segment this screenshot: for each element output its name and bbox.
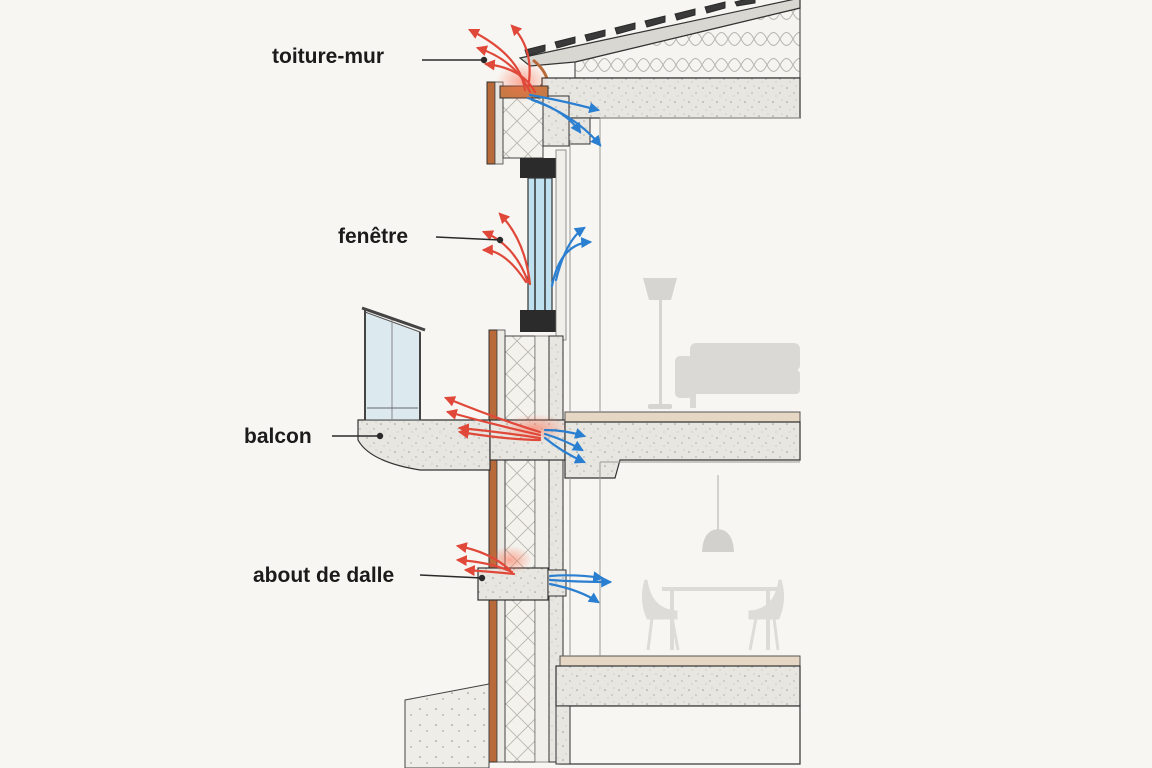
label-slab-edge: about de dalle [253, 564, 394, 587]
label-roof-wall: toiture-mur [272, 45, 384, 68]
window-assembly [520, 149, 567, 341]
ground [404, 683, 490, 768]
ground-floor-slab [555, 655, 801, 765]
pendant-lamp-icon [702, 475, 734, 552]
label-window: fenêtre [338, 225, 408, 248]
interior-lines [569, 117, 800, 656]
balcony-railing [361, 306, 426, 421]
sofa-icon [675, 343, 800, 408]
balcony-slab [357, 411, 801, 479]
floor-lamp-icon [643, 278, 677, 409]
upper-slab [541, 77, 801, 145]
main-wall [488, 329, 564, 763]
roof-tiles [524, 0, 756, 57]
label-balcony: balcon [244, 425, 312, 448]
chair-icon [641, 579, 785, 651]
roof-assembly [518, 0, 801, 88]
heat-flow-arrows [443, 24, 613, 604]
leader-lines [332, 56, 504, 582]
